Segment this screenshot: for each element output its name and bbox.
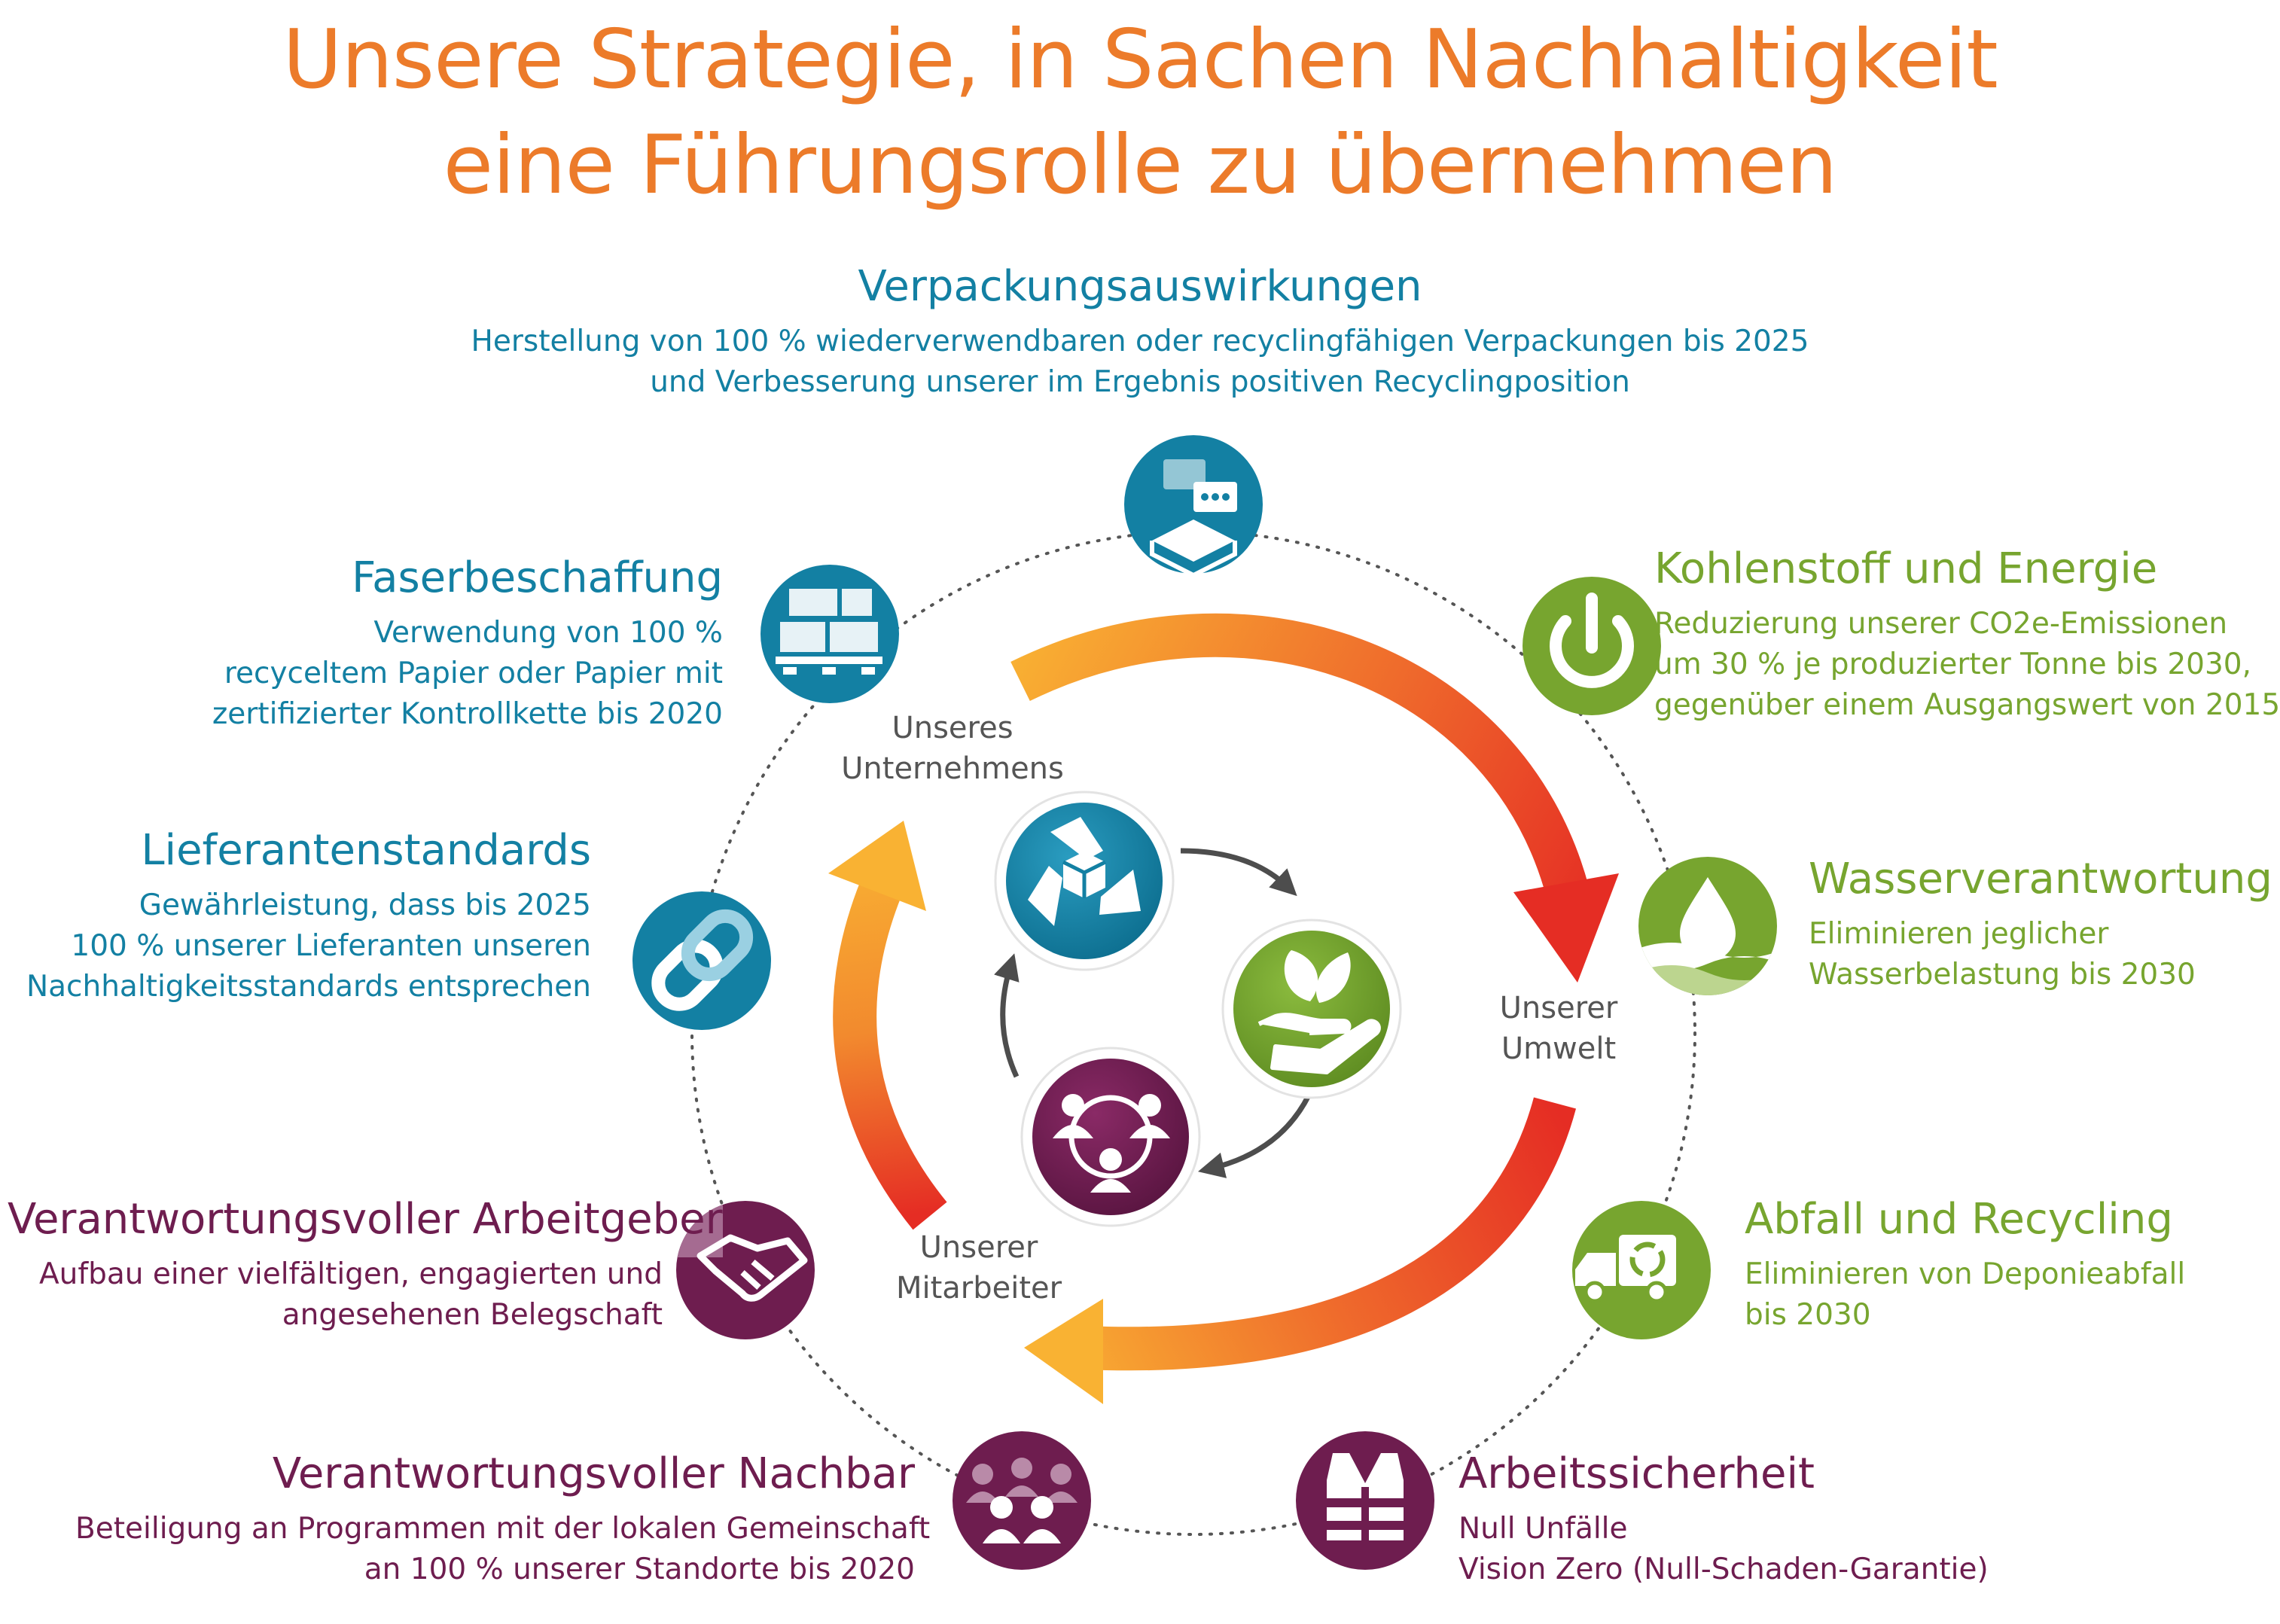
goal-water: Wasserverantwortung Eliminieren jegliche… — [1809, 851, 2275, 995]
goal-supplier-line-3: Nachhaltigkeitsstandards entsprechen — [26, 970, 591, 1004]
goal-neighbor-line-1: Beteiligung an Programmen mit der lokale… — [75, 1512, 931, 1546]
goal-supplier-line-2: 100 % unserer Lieferanten unseren — [71, 929, 591, 963]
goal-water-line-1: Eliminieren jeglicher — [1809, 917, 2109, 951]
goal-fiber-heading: Faserbeschaffung — [352, 553, 723, 602]
team-icon — [1020, 1047, 1201, 1227]
goal-safety: Arbeitssicherheit Null Unfälle Vision Ze… — [1459, 1446, 2136, 1590]
goal-water-heading: Wasserverantwortung — [1809, 855, 2272, 903]
goal-waste-text: Eliminieren von Deponieabfall bis 2030 — [1745, 1254, 2272, 1336]
goal-safety-line-1: Null Unfälle — [1459, 1512, 1628, 1546]
goal-safety-line-2: Vision Zero (Null-Schaden-Garantie) — [1459, 1552, 1989, 1586]
cycle-arrow-top — [1010, 613, 1589, 898]
goal-water-line-2: Wasserbelastung bis 2030 — [1809, 958, 2196, 992]
goal-packaging-line-2: und Verbesserung unserer im Ergebnis pos… — [650, 365, 1630, 399]
goal-carbon-line-2: um 30 % je produzierter Tonne bis 2030, — [1654, 647, 2251, 681]
chain-link-icon — [632, 891, 771, 1030]
goal-employer-text: Aufbau einer vielfältigen, engagierten u… — [8, 1254, 663, 1336]
recycle-box-icon — [994, 791, 1175, 971]
power-icon — [1523, 577, 1661, 715]
label-our-people-line-2: Mitarbeiter — [895, 1271, 1062, 1306]
cycle-arrows — [828, 613, 1619, 1404]
goal-waste-heading: Abfall und Recycling — [1745, 1195, 2173, 1244]
goal-safety-text: Null Unfälle Vision Zero (Null-Schaden-G… — [1459, 1509, 2136, 1590]
label-our-company-line-1: Unseres — [892, 711, 1014, 745]
cycle-arrowhead-left — [828, 821, 926, 911]
goal-supplier: Lieferantenstandards Gewährleistung, das… — [15, 822, 591, 1007]
inner-arrow-2 — [1197, 1094, 1312, 1178]
label-our-environment-line-1: Unserer — [1499, 991, 1618, 1025]
label-our-company-line-2: Unternehmens — [841, 751, 1064, 786]
label-our-people-line-1: Unserer — [919, 1230, 1038, 1265]
goal-employer: Verantwortungsvoller Arbeitgeber Aufbau … — [8, 1191, 723, 1336]
safety-vest-icon — [1296, 1431, 1434, 1570]
goal-safety-heading: Arbeitssicherheit — [1459, 1449, 1815, 1498]
cycle-arrowhead-bottom — [1024, 1299, 1103, 1404]
handshake-icon — [676, 1201, 815, 1339]
goal-fiber: Faserbeschaffung Verwendung von 100 % re… — [151, 550, 723, 735]
page-title-line-2: eine Führungsrolle zu übernehmen — [443, 118, 1838, 212]
inner-arrows — [994, 848, 1312, 1178]
goal-packaging-line-1: Herstellung von 100 % wiederverwendbaren… — [471, 324, 1809, 358]
pallet-boxes-icon — [761, 565, 899, 703]
label-our-environment-line-2: Umwelt — [1501, 1031, 1617, 1066]
goal-neighbor-line-2: an 100 % unserer Standorte bis 2020 — [364, 1552, 915, 1586]
goal-carbon-heading: Kohlenstoff und Energie — [1654, 544, 2158, 593]
recycling-truck-icon — [1572, 1201, 1711, 1339]
goal-fiber-line-2: recyceltem Papier oder Papier mit — [224, 657, 723, 690]
goal-packaging-heading: Verpackungsauswirkungen — [858, 262, 1422, 311]
hand-leaf-icon — [1221, 919, 1402, 1099]
water-drop-icon — [1638, 857, 1777, 995]
label-our-company: Unseres Unternehmens — [828, 708, 1077, 789]
goal-packaging-text: Herstellung von 100 % wiederverwendbaren… — [462, 321, 1818, 403]
cycle-arrowhead-top — [1513, 873, 1619, 983]
goal-carbon-line-1: Reduzierung unserer CO2e-Emissionen — [1654, 607, 2228, 641]
goal-fiber-text: Verwendung von 100 % recyceltem Papier o… — [151, 613, 723, 735]
goal-carbon-text: Reduzierung unserer CO2e-Emissionen um 3… — [1654, 604, 2280, 726]
inner-arrow-3 — [994, 953, 1020, 1078]
goal-packaging: Verpackungsauswirkungen Herstellung von … — [462, 258, 1818, 403]
goal-neighbor: Verantwortungsvoller Nachbar Beteiligung… — [75, 1446, 931, 1590]
goal-neighbor-heading: Verantwortungsvoller Nachbar — [272, 1449, 915, 1498]
goal-waste-line-1: Eliminieren von Deponieabfall — [1745, 1257, 2186, 1291]
goal-waste-line-2: bis 2030 — [1745, 1298, 1871, 1332]
goal-supplier-text: Gewährleistung, dass bis 2025 100 % unse… — [15, 885, 591, 1007]
goal-employer-heading: Verantwortungsvoller Arbeitgeber — [8, 1195, 723, 1244]
goal-supplier-line-1: Gewährleistung, dass bis 2025 — [139, 888, 591, 922]
goal-water-text: Eliminieren jeglicher Wasserbelastung bi… — [1809, 914, 2275, 995]
goal-supplier-heading: Lieferantenstandards — [141, 826, 591, 875]
community-icon — [953, 1431, 1091, 1570]
cycle-arrow-bottom — [1083, 1097, 1577, 1371]
goal-fiber-line-3: zertifizierter Kontrollkette bis 2020 — [212, 697, 723, 731]
cycle-arrow-left — [833, 880, 947, 1230]
goal-carbon-line-3: gegenüber einem Ausgangswert von 2015 — [1654, 688, 2280, 722]
goal-fiber-line-1: Verwendung von 100 % — [373, 616, 723, 650]
goal-neighbor-text: Beteiligung an Programmen mit der lokale… — [75, 1509, 931, 1590]
goal-employer-line-2: angesehenen Belegschaft — [282, 1298, 663, 1332]
label-our-environment: Unserer Umwelt — [1468, 988, 1649, 1069]
goal-waste: Abfall und Recycling Eliminieren von Dep… — [1745, 1191, 2272, 1336]
inner-arrow-1 — [1180, 848, 1297, 897]
label-our-people: Unserer Mitarbeiter — [866, 1227, 1092, 1309]
page-title-line-1: Unsere Strategie, in Sachen Nachhaltigke… — [282, 13, 1998, 107]
packaging-speech-icon — [1124, 435, 1263, 578]
goal-carbon: Kohlenstoff und Energie Reduzierung unse… — [1654, 541, 2280, 726]
goal-employer-line-1: Aufbau einer vielfältigen, engagierten u… — [38, 1257, 663, 1291]
